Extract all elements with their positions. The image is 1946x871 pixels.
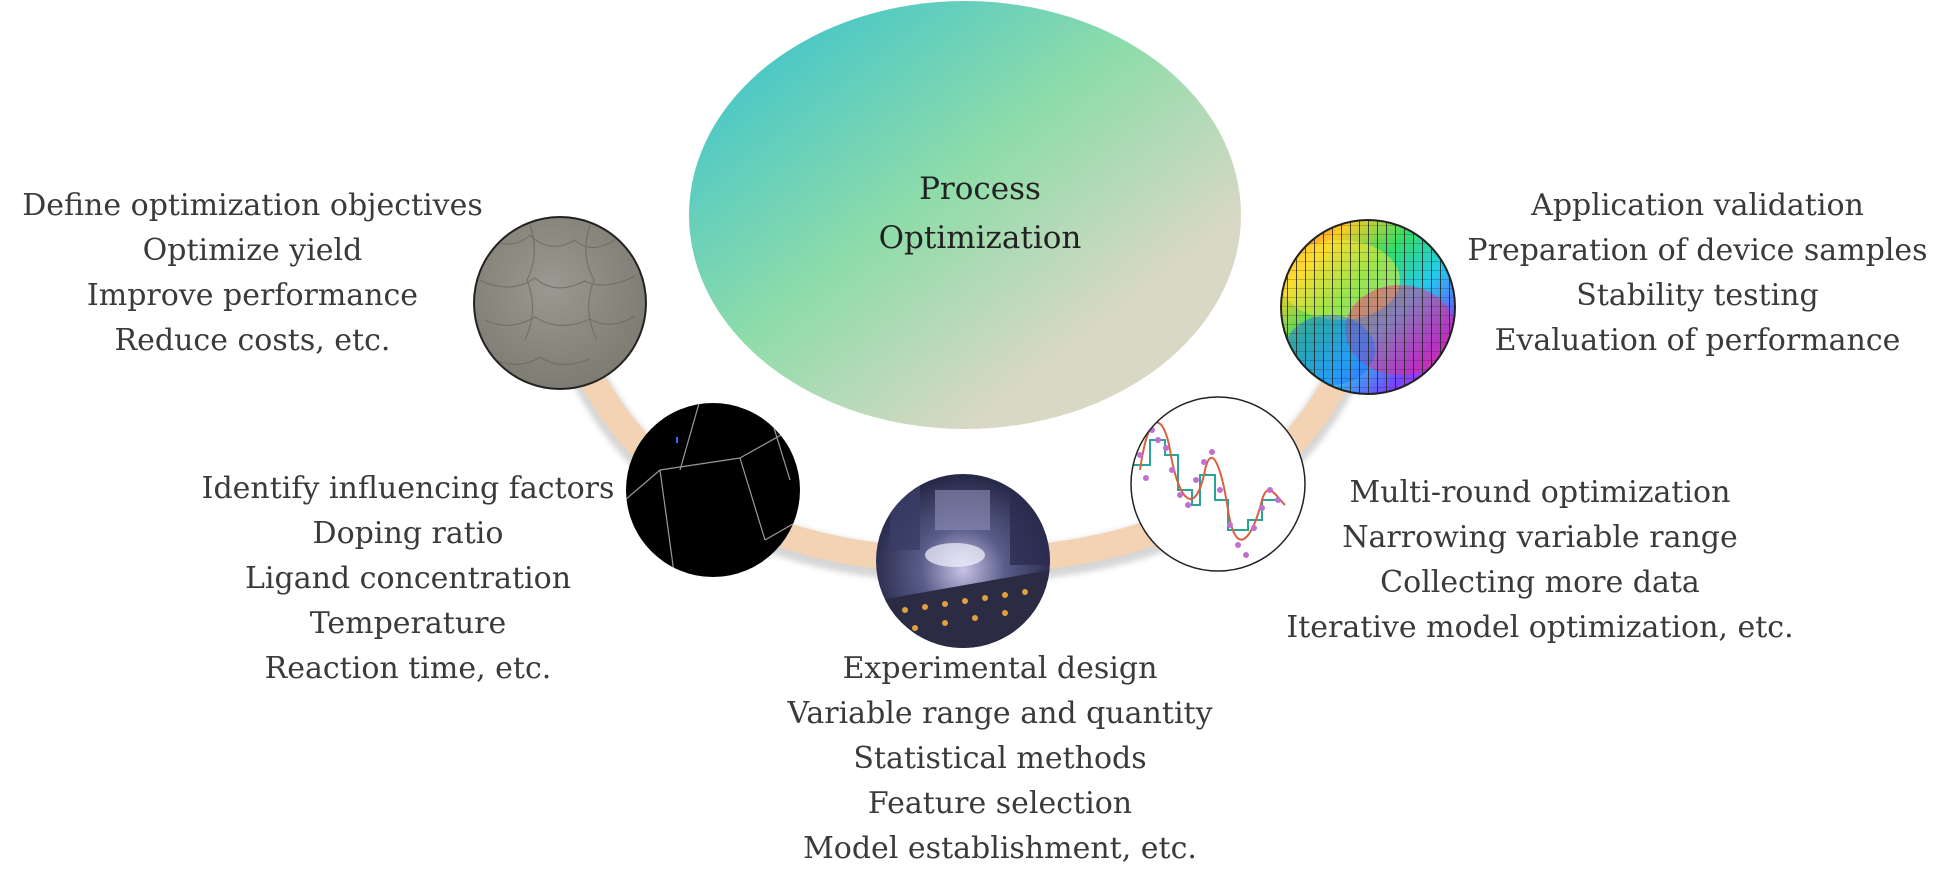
step5-line: Evaluation of performance [1494, 323, 1901, 358]
step2-line: Temperature [309, 606, 507, 641]
step3-line: Feature selection [867, 786, 1133, 821]
step5-line: Application validation [1531, 188, 1864, 223]
step2-line: Ligand concentration [244, 561, 572, 596]
step4-line: Multi-round optimization [1349, 475, 1731, 510]
step4-line: Narrowing variable range [1342, 520, 1738, 555]
center-title: Process Optimization [690, 165, 1270, 263]
step2-line: Reaction time, etc. [264, 651, 552, 686]
center-title-line2: Optimization [878, 220, 1082, 256]
step4-line: Collecting more data [1380, 565, 1700, 600]
step2-line: Identify influencing factors [201, 471, 615, 506]
step1-text: Define optimization objectives Optimize … [0, 183, 505, 363]
step5-line: Preparation of device samples [1467, 233, 1928, 268]
step5-line: Stability testing [1576, 278, 1819, 313]
step5-text: Application validation Preparation of de… [1450, 183, 1945, 363]
step3-line: Variable range and quantity [787, 696, 1213, 731]
step3-line: Statistical methods [853, 741, 1147, 776]
step3-line: Model establishment, etc. [803, 831, 1197, 866]
step3-line: Experimental design [842, 651, 1158, 686]
micrograph-image [473, 216, 647, 390]
lab-equipment-image [876, 474, 1050, 648]
step1-line: Define optimization objectives [22, 188, 483, 223]
fitting-curve-image [1130, 396, 1306, 572]
center-title-line1: Process [919, 171, 1041, 207]
colorful-pattern-image [1280, 219, 1456, 395]
step3-text: Experimental design Variable range and q… [740, 646, 1260, 871]
step1-line: Optimize yield [142, 233, 363, 268]
step4-text: Multi-round optimization Narrowing varia… [1255, 470, 1825, 650]
step1-line: Improve performance [86, 278, 419, 313]
step2-line: Doping ratio [312, 516, 504, 551]
central-ellipse [689, 1, 1241, 429]
step1-line: Reduce costs, etc. [114, 323, 391, 358]
step4-line: Iterative model optimization, etc. [1286, 610, 1794, 645]
step2-text: Identify influencing factors Doping rati… [163, 466, 653, 691]
